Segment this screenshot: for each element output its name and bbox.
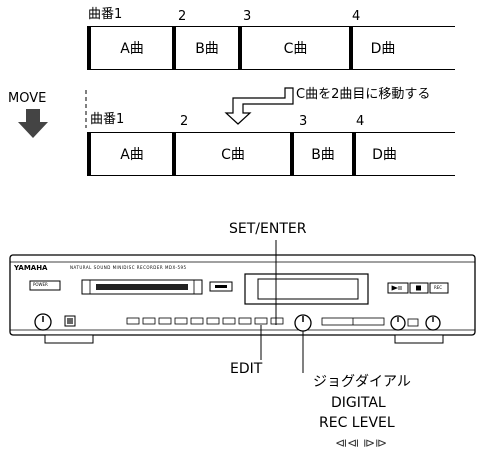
move-bent-arrow-icon — [224, 87, 294, 125]
after-track-row: A曲 C曲 B曲 D曲 — [87, 132, 455, 176]
rec-label: REC — [434, 285, 443, 290]
after-track-c: C曲 — [221, 147, 245, 163]
brand-logo: YAMAHA — [14, 264, 48, 272]
after-track-d: D曲 — [372, 147, 397, 163]
move-label: MOVE — [8, 91, 47, 106]
set-enter-label: SET/ENTER — [229, 221, 307, 237]
after-track-b: B曲 — [311, 147, 335, 163]
before-track-d: D曲 — [370, 41, 396, 57]
before-number-3: 3 — [243, 9, 252, 24]
before-track-a: A曲 — [120, 41, 144, 57]
input-knob-icon[interactable] — [390, 315, 406, 331]
set-enter-button[interactable] — [270, 317, 284, 325]
after-number-1: 曲番1 — [90, 112, 125, 127]
rec-level-label: REC LEVEL — [319, 415, 395, 431]
model-caption: NATURAL SOUND MINIDISC RECORDER MDX-595 — [70, 265, 187, 270]
function-buttons[interactable] — [126, 317, 284, 325]
skip-symbols-label: ⧏⧏ ⧐⧐ — [335, 436, 387, 450]
after-number-3: 3 — [299, 114, 308, 129]
edit-button[interactable] — [254, 317, 268, 325]
rec-level-knob-icon[interactable] — [425, 315, 441, 331]
before-number-1: 曲番1 — [88, 7, 123, 22]
md-recorder — [9, 254, 476, 344]
before-number-2: 2 — [178, 9, 187, 24]
after-track-a: A曲 — [120, 147, 144, 163]
down-arrow-icon — [18, 109, 48, 138]
after-number-2: 2 — [180, 114, 189, 129]
edit-label: EDIT — [230, 361, 263, 377]
power-button[interactable] — [29, 280, 61, 291]
after-number-4: 4 — [356, 114, 365, 129]
rec-button[interactable] — [429, 282, 449, 294]
jog-dial-label: ジョグダイアル — [313, 374, 411, 390]
move-instruction: C曲を2曲目に移動する — [296, 87, 431, 102]
before-track-b: B曲 — [195, 41, 219, 57]
before-track-c: C曲 — [283, 41, 308, 57]
before-number-4: 4 — [352, 9, 361, 24]
digital-label: DIGITAL — [331, 395, 386, 411]
before-track-row: A曲 B曲 C曲 D曲 — [87, 26, 455, 70]
power-label: POWER — [33, 282, 48, 287]
